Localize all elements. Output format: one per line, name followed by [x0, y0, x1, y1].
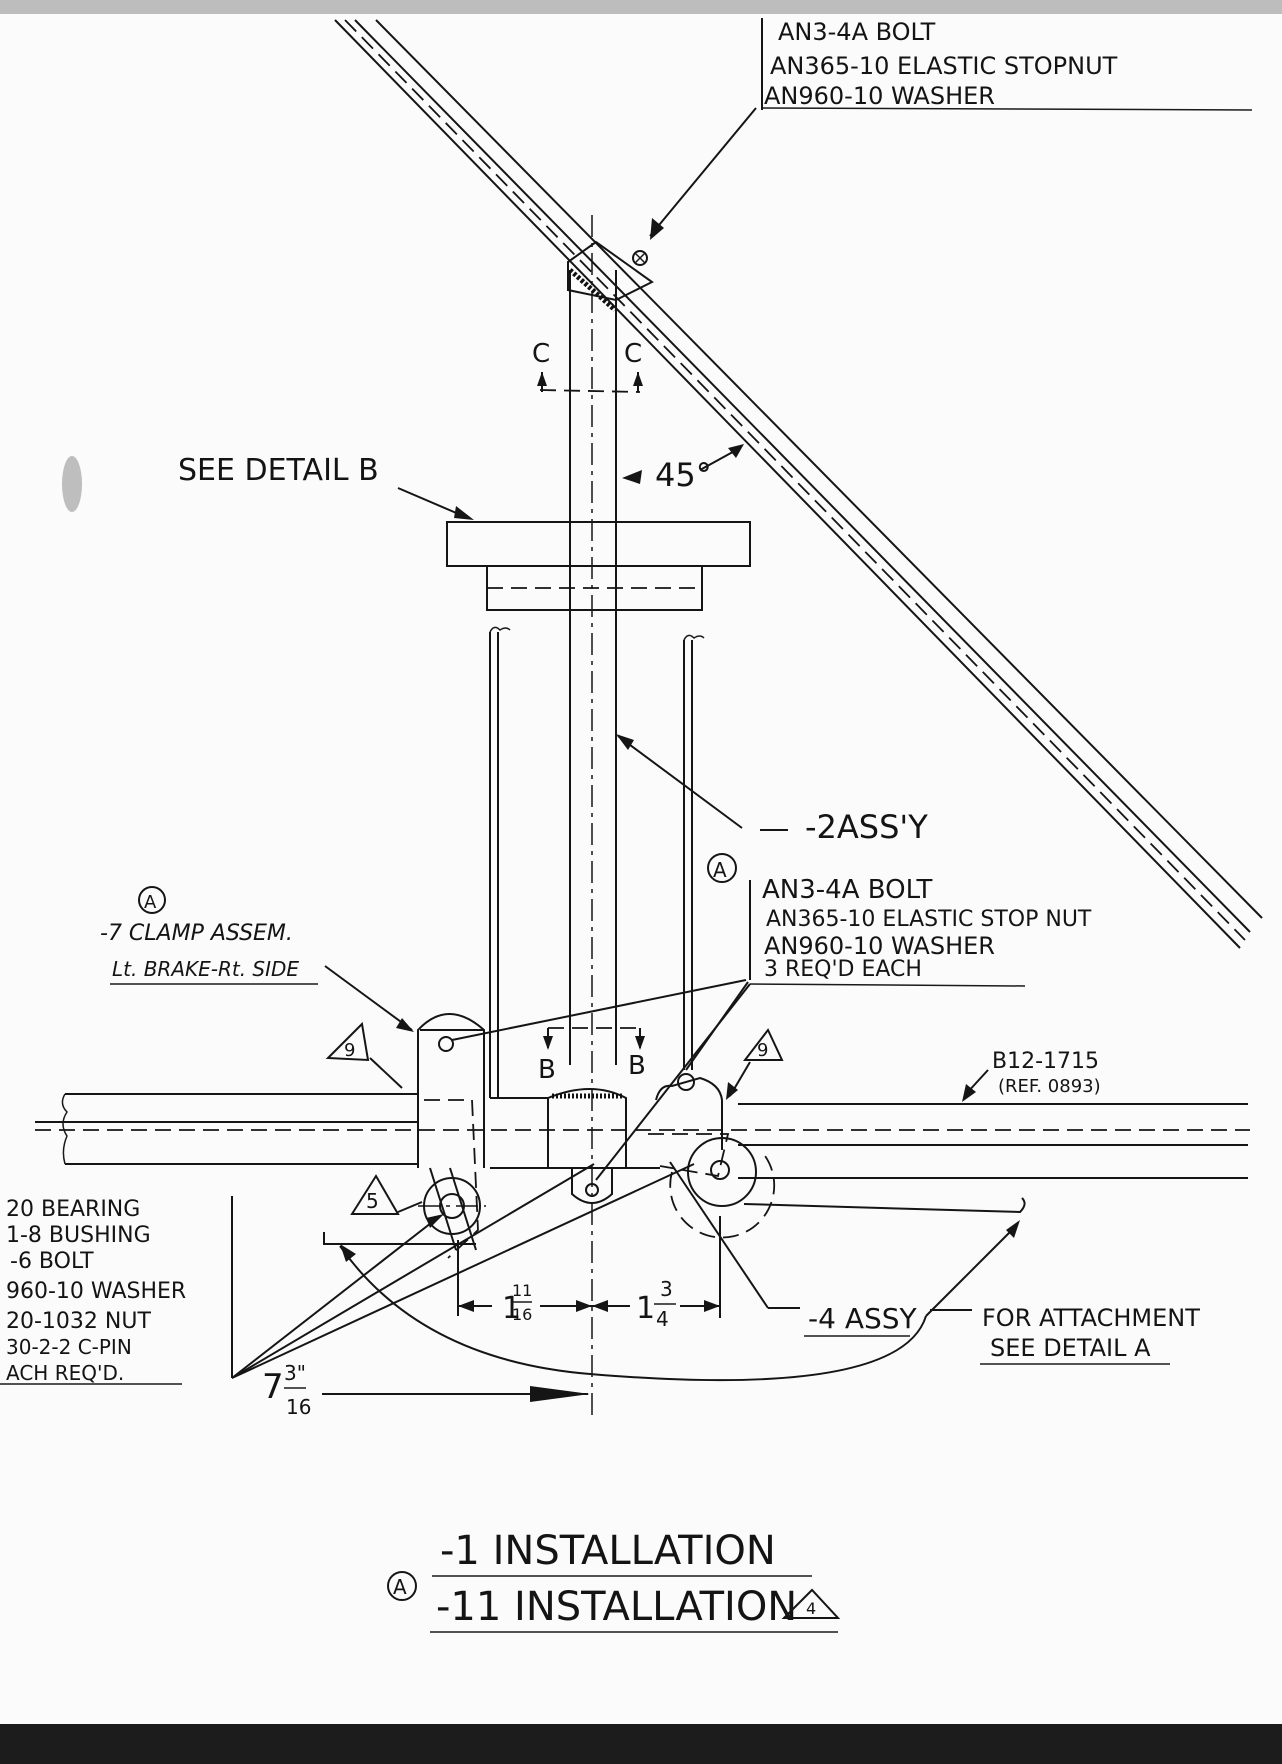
left-callout-line3: -6 BOLT	[10, 1249, 94, 1274]
revision-triangle-label: 4	[806, 1599, 816, 1618]
circle-a-left-label: A	[144, 892, 157, 913]
attachment-line2: SEE DETAIL A	[990, 1334, 1151, 1362]
section-b-left: B	[538, 1055, 556, 1085]
section-b: B B	[538, 1027, 646, 1085]
left-callout-line5: 20-1032 NUT	[6, 1309, 151, 1334]
right-callout-line3: AN960-10 WASHER	[764, 932, 995, 960]
triangle-5: 5	[350, 1174, 423, 1215]
right-bolt-callout: AN3-4A BOLT AN365-10 ELASTIC STOP NUT AN…	[451, 875, 1092, 1181]
dim3-num: 3"	[284, 1361, 306, 1385]
circle-a-right-label: A	[713, 858, 727, 882]
tube-line1: B12-1715	[992, 1049, 1099, 1074]
tube-line2: (REF. 0893)	[998, 1076, 1101, 1097]
attachment-line1: FOR ATTACHMENT	[982, 1304, 1200, 1332]
dim3-whole: 7	[262, 1367, 284, 1407]
clamp-line1: -7 CLAMP ASSEM.	[100, 921, 293, 946]
dim2-den: 4	[656, 1307, 669, 1331]
title-installation-1: -1 INSTALLATION	[440, 1528, 776, 1574]
horizontal-axle	[35, 1093, 1250, 1179]
left-callout-line4: 960-10 WASHER	[6, 1279, 186, 1304]
triangle-9-right: 9	[726, 1028, 784, 1100]
title-block: -1 INSTALLATION A -11 INSTALLATION 4	[387, 1528, 841, 1633]
left-callout-line6: 30-2-2 C-PIN	[6, 1335, 132, 1359]
left-parts-callout: 20 BEARING 1-8 BUSHING -6 BOLT 960-10 WA…	[0, 1163, 695, 1385]
top-callout-line1: AN3-4A BOLT	[778, 18, 936, 46]
dim1-whole: 1	[502, 1291, 521, 1326]
top-callout-line3: AN960-10 WASHER	[764, 82, 995, 110]
dim1-den: 16	[512, 1305, 532, 1324]
clamp-line2: Lt. BRAKE-Rt. SIDE	[112, 957, 299, 981]
bottom-dimensions: 1 11 16 1 3 4	[457, 1216, 721, 1331]
left-callout-line1: 20 BEARING	[6, 1197, 140, 1222]
assy-4-label: -4 ASSY	[808, 1302, 918, 1335]
mounting-plates	[446, 521, 751, 611]
dim1-num: 11	[512, 1281, 532, 1300]
dim2-whole: 1	[636, 1291, 655, 1326]
circle-a-left: A	[138, 886, 166, 914]
scan-smudge	[62, 456, 82, 512]
section-c-right: C	[624, 339, 642, 369]
center-bracket	[547, 1088, 627, 1204]
section-c-left: C	[532, 339, 550, 369]
assy-4-callout: -4 ASSY FOR ATTACHMENT SEE DETAIL A	[669, 1161, 1200, 1365]
overall-dimension: 7 3" 16	[262, 1361, 590, 1419]
clamp-callout: -7 CLAMP ASSEM. Lt. BRAKE-Rt. SIDE	[100, 921, 414, 1032]
top-callout-line2: AN365-10 ELASTIC STOPNUT	[770, 52, 1118, 80]
circle-a-right: A	[707, 853, 737, 883]
left-callout-line7: ACH REQ'D.	[6, 1361, 124, 1385]
section-b-right: B	[628, 1051, 646, 1081]
angle-label: 45°	[655, 456, 712, 494]
scan-bottom-edge	[0, 1724, 1282, 1764]
dim3-den: 16	[286, 1395, 311, 1419]
triangle-5-label: 5	[366, 1189, 379, 1213]
scan-top-edge	[0, 0, 1282, 14]
angle-dimension: 45°	[622, 444, 744, 494]
left-clamp-assembly	[417, 1013, 486, 1259]
right-callout-line1: AN3-4A BOLT	[762, 875, 933, 905]
see-detail-b: SEE DETAIL B	[178, 453, 474, 520]
see-detail-b-label: SEE DETAIL B	[178, 453, 379, 488]
vertical-strut	[567, 215, 654, 1420]
assy-2-callout: -2ASS'Y	[616, 734, 928, 846]
left-callout-line2: 1-8 BUSHING	[6, 1223, 151, 1248]
diagonal-tube	[334, 19, 1263, 949]
triangle-9-left-label: 9	[344, 1040, 355, 1061]
right-callout-line4: 3 REQ'D EACH	[764, 957, 922, 982]
installation-drawing: AN3-4A BOLT AN365-10 ELASTIC STOPNUT AN9…	[0, 18, 1263, 1633]
dim2-num: 3	[660, 1277, 673, 1301]
tube-callout: B12-1715 (REF. 0893)	[962, 1049, 1101, 1102]
right-callout-line2: AN365-10 ELASTIC STOP NUT	[766, 907, 1092, 932]
title-installation-11: -11 INSTALLATION	[436, 1584, 797, 1630]
assy-2-label: -2ASS'Y	[805, 808, 928, 846]
right-bracket	[648, 1073, 776, 1239]
triangle-9-right-label: 9	[757, 1040, 768, 1061]
title-circle-a: A	[393, 1575, 407, 1599]
side-rods	[489, 626, 705, 1098]
triangle-9-left: 9	[325, 1021, 403, 1089]
top-callout: AN3-4A BOLT AN365-10 ELASTIC STOPNUT AN9…	[649, 18, 1253, 240]
section-c: C C	[532, 339, 643, 393]
brake-arm	[323, 1197, 1026, 1382]
